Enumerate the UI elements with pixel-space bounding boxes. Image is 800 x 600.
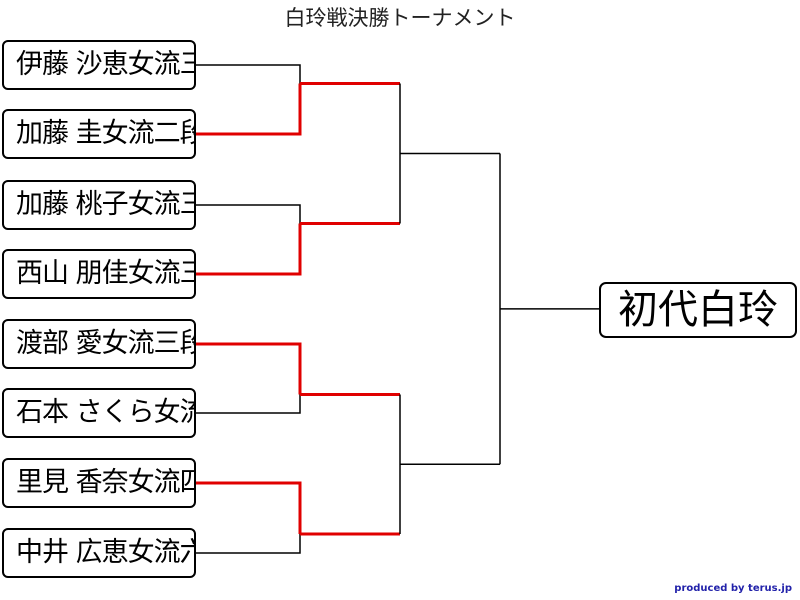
bracket-line-8 [196, 394, 301, 414]
player-box-4[interactable]: 西山 朋佳女流三冠 [2, 249, 196, 299]
player-box-2[interactable]: 加藤 圭女流二段 [2, 109, 196, 159]
player-box-3[interactable]: 加藤 桃子女流三段 [2, 180, 196, 230]
bracket-line-7 [196, 342, 302, 395]
bracket-line-11 [196, 534, 301, 554]
bracket-line-2 [196, 83, 302, 136]
credit-link[interactable]: produced by terus.jp [674, 583, 792, 594]
player-box-7[interactable]: 里見 香奈女流四冠 [2, 458, 196, 508]
player-box-1[interactable]: 伊藤 沙恵女流三段 [2, 40, 196, 90]
player-box-6[interactable]: 石本 さくら女流二段 [2, 388, 196, 438]
page-title: 白玲戦決勝トーナメント [284, 6, 516, 30]
player-box-5[interactable]: 渡部 愛女流三段 [2, 319, 196, 369]
player-box-8[interactable]: 中井 広恵女流六段 [2, 528, 196, 578]
bracket-line-10 [196, 481, 302, 534]
bracket-line-5 [196, 223, 302, 276]
bracket-line-1 [196, 64, 301, 84]
winner-box[interactable]: 初代白玲 [599, 282, 797, 338]
bracket-line-4 [196, 204, 301, 224]
